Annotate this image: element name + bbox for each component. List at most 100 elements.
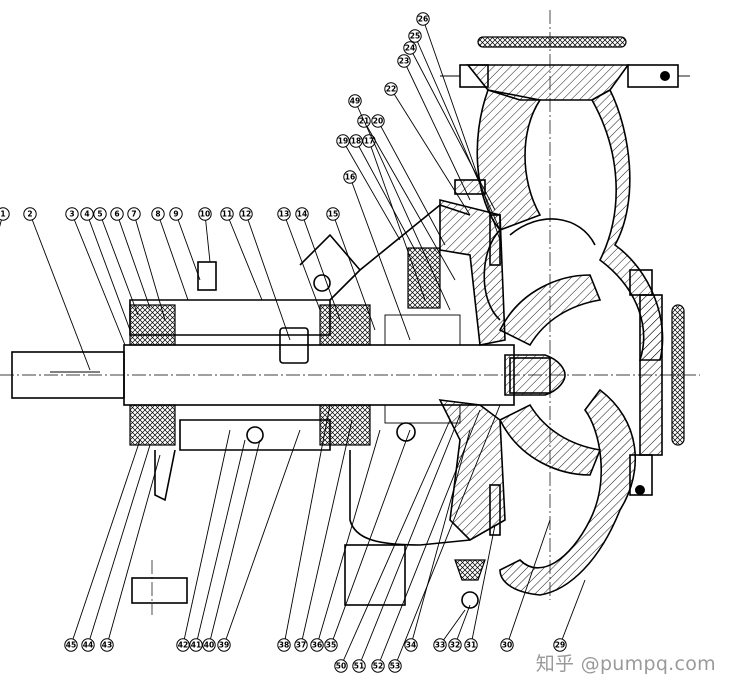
leader-line-15 — [332, 213, 376, 331]
balloon-label-24: 24 — [405, 44, 415, 53]
balloon-label-39: 39 — [219, 641, 229, 650]
balloon-label-38: 38 — [279, 641, 289, 650]
balloon-circle-18 — [349, 134, 363, 148]
leader-line-37 — [300, 419, 353, 646]
balloon-circle-20 — [371, 114, 385, 128]
leader-line-1 — [0, 213, 4, 227]
balloon-circle-33 — [433, 638, 447, 652]
balloon-circle-1 — [0, 207, 10, 221]
callout-37: 37 — [294, 419, 353, 652]
balloon-circle-8 — [151, 207, 165, 221]
callout-6: 6 — [110, 207, 151, 309]
leader-line-43 — [106, 454, 161, 646]
balloon-label-43: 43 — [102, 641, 112, 650]
leader-line-53 — [394, 404, 501, 667]
balloon-circle-35 — [324, 638, 338, 652]
callout-15: 15 — [326, 207, 376, 331]
callout-19: 19 — [336, 134, 401, 241]
balloon-label-9: 9 — [173, 210, 178, 219]
callout-52: 52 — [371, 409, 481, 673]
balloon-label-19: 19 — [338, 137, 348, 146]
leader-line-17 — [368, 140, 426, 301]
leader-line-23 — [403, 60, 471, 201]
leader-line-14 — [301, 213, 341, 321]
balloon-circle-31 — [464, 638, 478, 652]
callout-7: 7 — [127, 207, 166, 321]
balloon-label-10: 10 — [200, 210, 210, 219]
balloon-label-50: 50 — [336, 662, 346, 671]
balloon-circle-29 — [553, 638, 567, 652]
leader-line-38 — [283, 404, 331, 646]
leader-line-19 — [342, 140, 401, 241]
pump-geometry — [0, 10, 700, 615]
balloon-circle-37 — [294, 638, 308, 652]
leader-line-9 — [175, 213, 201, 281]
leader-line-39 — [223, 429, 301, 646]
balloon-circle-9 — [169, 207, 183, 221]
balloon-label-49: 49 — [350, 97, 360, 106]
balloon-circle-6 — [110, 207, 124, 221]
balloon-circle-22 — [384, 82, 398, 96]
leader-line-32 — [454, 604, 471, 646]
balloon-circle-49 — [348, 94, 362, 108]
callout-44: 44 — [81, 444, 151, 652]
leader-line-49 — [354, 100, 451, 311]
balloon-label-36: 36 — [312, 641, 322, 650]
callout-9: 9 — [169, 207, 201, 281]
balloon-label-6: 6 — [114, 210, 119, 219]
callout-36: 36 — [310, 429, 381, 652]
leader-line-13 — [283, 213, 321, 311]
callout-25: 25 — [408, 29, 501, 231]
callout-24: 24 — [403, 41, 496, 211]
balloon-circle-2 — [23, 207, 37, 221]
leader-line-11 — [226, 213, 263, 301]
callout-12: 12 — [239, 207, 291, 341]
leader-line-42 — [182, 429, 231, 646]
callout-3: 3 — [65, 207, 126, 346]
leader-line-20 — [377, 120, 446, 246]
balloon-label-17: 17 — [364, 137, 374, 146]
balloon-label-51: 51 — [354, 662, 364, 671]
callout-14: 14 — [295, 207, 341, 321]
balloon-circle-16 — [343, 170, 357, 184]
balloon-circle-40 — [202, 638, 216, 652]
leader-line-35 — [330, 429, 411, 646]
balloon-label-35: 35 — [326, 641, 336, 650]
balloon-label-1: 1 — [0, 210, 5, 219]
callout-39: 39 — [217, 429, 301, 652]
balloon-circle-26 — [416, 12, 430, 26]
balloon-circle-4 — [80, 207, 94, 221]
balloon-label-44: 44 — [83, 641, 93, 650]
leader-line-29 — [559, 579, 586, 646]
callout-43: 43 — [100, 454, 161, 652]
balloon-label-3: 3 — [69, 210, 74, 219]
balloon-label-42: 42 — [178, 641, 188, 650]
callout-5: 5 — [93, 207, 139, 316]
callout-51: 51 — [352, 414, 461, 673]
leader-line-34 — [410, 429, 471, 646]
balloon-circle-36 — [310, 638, 324, 652]
balloon-label-11: 11 — [222, 210, 232, 219]
leader-line-41 — [195, 439, 246, 646]
balloon-label-18: 18 — [351, 137, 361, 146]
balloon-circle-13 — [277, 207, 291, 221]
balloon-label-52: 52 — [373, 662, 383, 671]
balloon-circle-10 — [198, 207, 212, 221]
balloon-label-2: 2 — [27, 210, 32, 219]
leader-line-30 — [506, 519, 551, 646]
callout-2: 2 — [23, 207, 91, 371]
leader-line-52 — [377, 409, 481, 667]
balloon-circle-5 — [93, 207, 107, 221]
callout-8: 8 — [151, 207, 189, 301]
callout-35: 35 — [324, 429, 411, 652]
callout-23: 23 — [397, 54, 471, 201]
balloon-label-5: 5 — [97, 210, 102, 219]
balloon-label-8: 8 — [155, 210, 160, 219]
balloon-circle-41 — [189, 638, 203, 652]
callout-26: 26 — [416, 12, 501, 241]
balloon-circle-38 — [277, 638, 291, 652]
balloon-circle-44 — [81, 638, 95, 652]
callout-53: 53 — [388, 404, 501, 673]
